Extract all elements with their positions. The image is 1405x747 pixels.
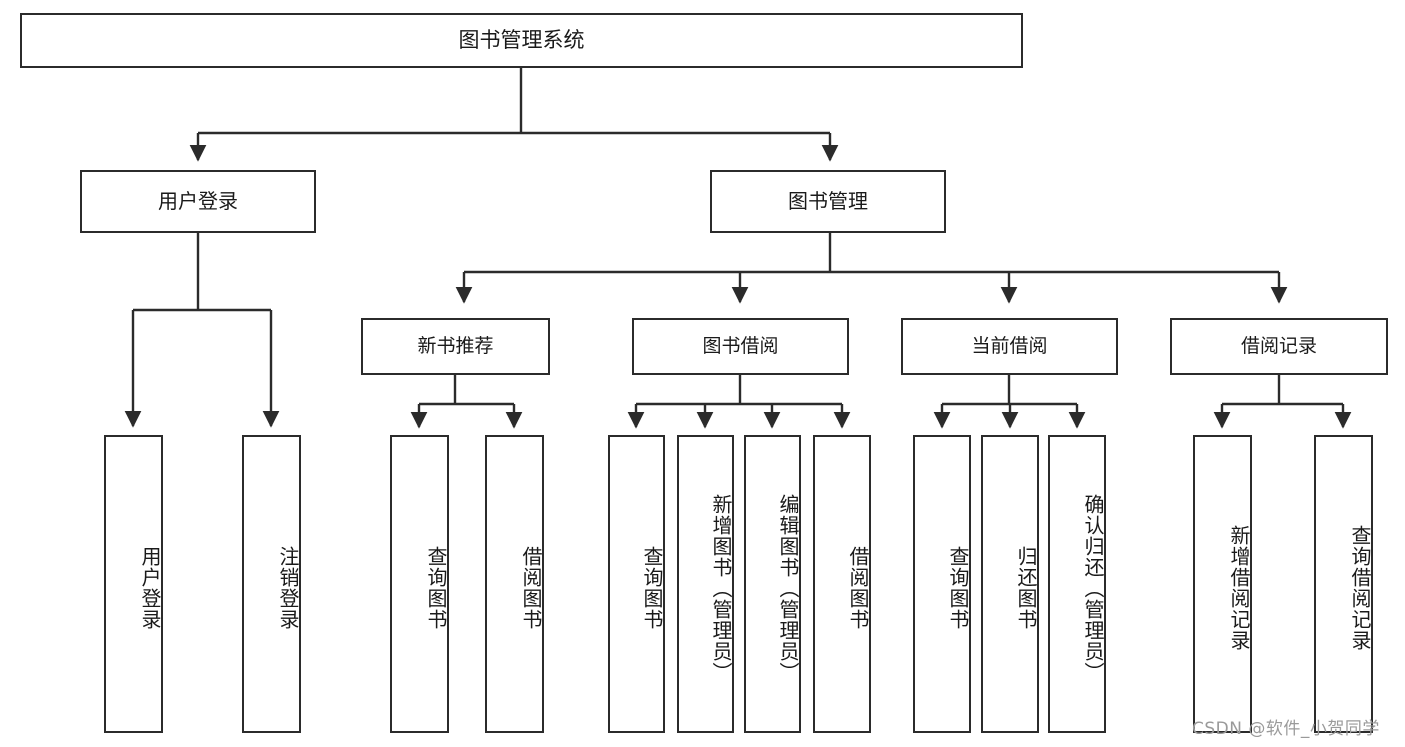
node-root-system[interactable]: 图书管理系统 [20, 13, 1023, 68]
node-book-borrow[interactable]: 图书借阅 [632, 318, 849, 375]
leaf-borrow-add-book[interactable]: 新增图书（管理员） [677, 435, 734, 733]
leaf-borrow-borrow-book[interactable]: 借阅图书 [813, 435, 871, 733]
leaf-current-query-book[interactable]: 查询图书 [913, 435, 971, 733]
node-label: 新书推荐 [417, 335, 494, 358]
node-label: 查询图书 [640, 546, 664, 630]
node-label: 注销登录 [276, 546, 300, 630]
leaf-user-login-login[interactable]: 用户登录 [104, 435, 163, 733]
csdn-watermark: CSDN @软件_小贺同学 [1192, 714, 1380, 739]
watermark-text: CSDN @软件_小贺同学 [1192, 719, 1380, 739]
leaf-new-book-borrow[interactable]: 借阅图书 [485, 435, 544, 733]
node-label: 查询图书 [946, 546, 970, 630]
leaf-current-return-book[interactable]: 归还图书 [981, 435, 1039, 733]
node-label: 借阅图书 [846, 546, 870, 630]
node-label: 查询借阅记录 [1348, 525, 1372, 651]
node-label: 图书管理 [788, 188, 868, 213]
node-label: 新增图书（管理员） [709, 493, 733, 683]
node-label: 确认归还（管理员） [1081, 493, 1105, 683]
node-label: 编辑图书（管理员） [776, 493, 800, 683]
node-label: 查询图书 [424, 546, 448, 630]
leaf-record-add[interactable]: 新增借阅记录 [1193, 435, 1252, 733]
node-label: 用户登录 [138, 546, 162, 630]
node-label: 图书借阅 [702, 335, 779, 358]
node-book-management[interactable]: 图书管理 [710, 170, 946, 233]
node-new-book-recommend[interactable]: 新书推荐 [361, 318, 550, 375]
node-current-borrow[interactable]: 当前借阅 [901, 318, 1118, 375]
leaf-record-query[interactable]: 查询借阅记录 [1314, 435, 1373, 733]
node-label: 图书管理系统 [458, 28, 585, 53]
node-label: 借阅记录 [1240, 335, 1317, 358]
leaf-user-login-logout[interactable]: 注销登录 [242, 435, 301, 733]
leaf-borrow-edit-book[interactable]: 编辑图书（管理员） [744, 435, 801, 733]
node-label: 新增借阅记录 [1227, 525, 1251, 651]
node-label: 当前借阅 [971, 335, 1048, 358]
leaf-new-book-query[interactable]: 查询图书 [390, 435, 449, 733]
node-label: 用户登录 [158, 188, 238, 213]
node-borrow-record[interactable]: 借阅记录 [1170, 318, 1388, 375]
node-label: 归还图书 [1014, 546, 1038, 630]
leaf-borrow-query-book[interactable]: 查询图书 [608, 435, 665, 733]
node-label: 借阅图书 [519, 546, 543, 630]
leaf-current-confirm-return[interactable]: 确认归还（管理员） [1048, 435, 1106, 733]
node-user-login[interactable]: 用户登录 [80, 170, 316, 233]
